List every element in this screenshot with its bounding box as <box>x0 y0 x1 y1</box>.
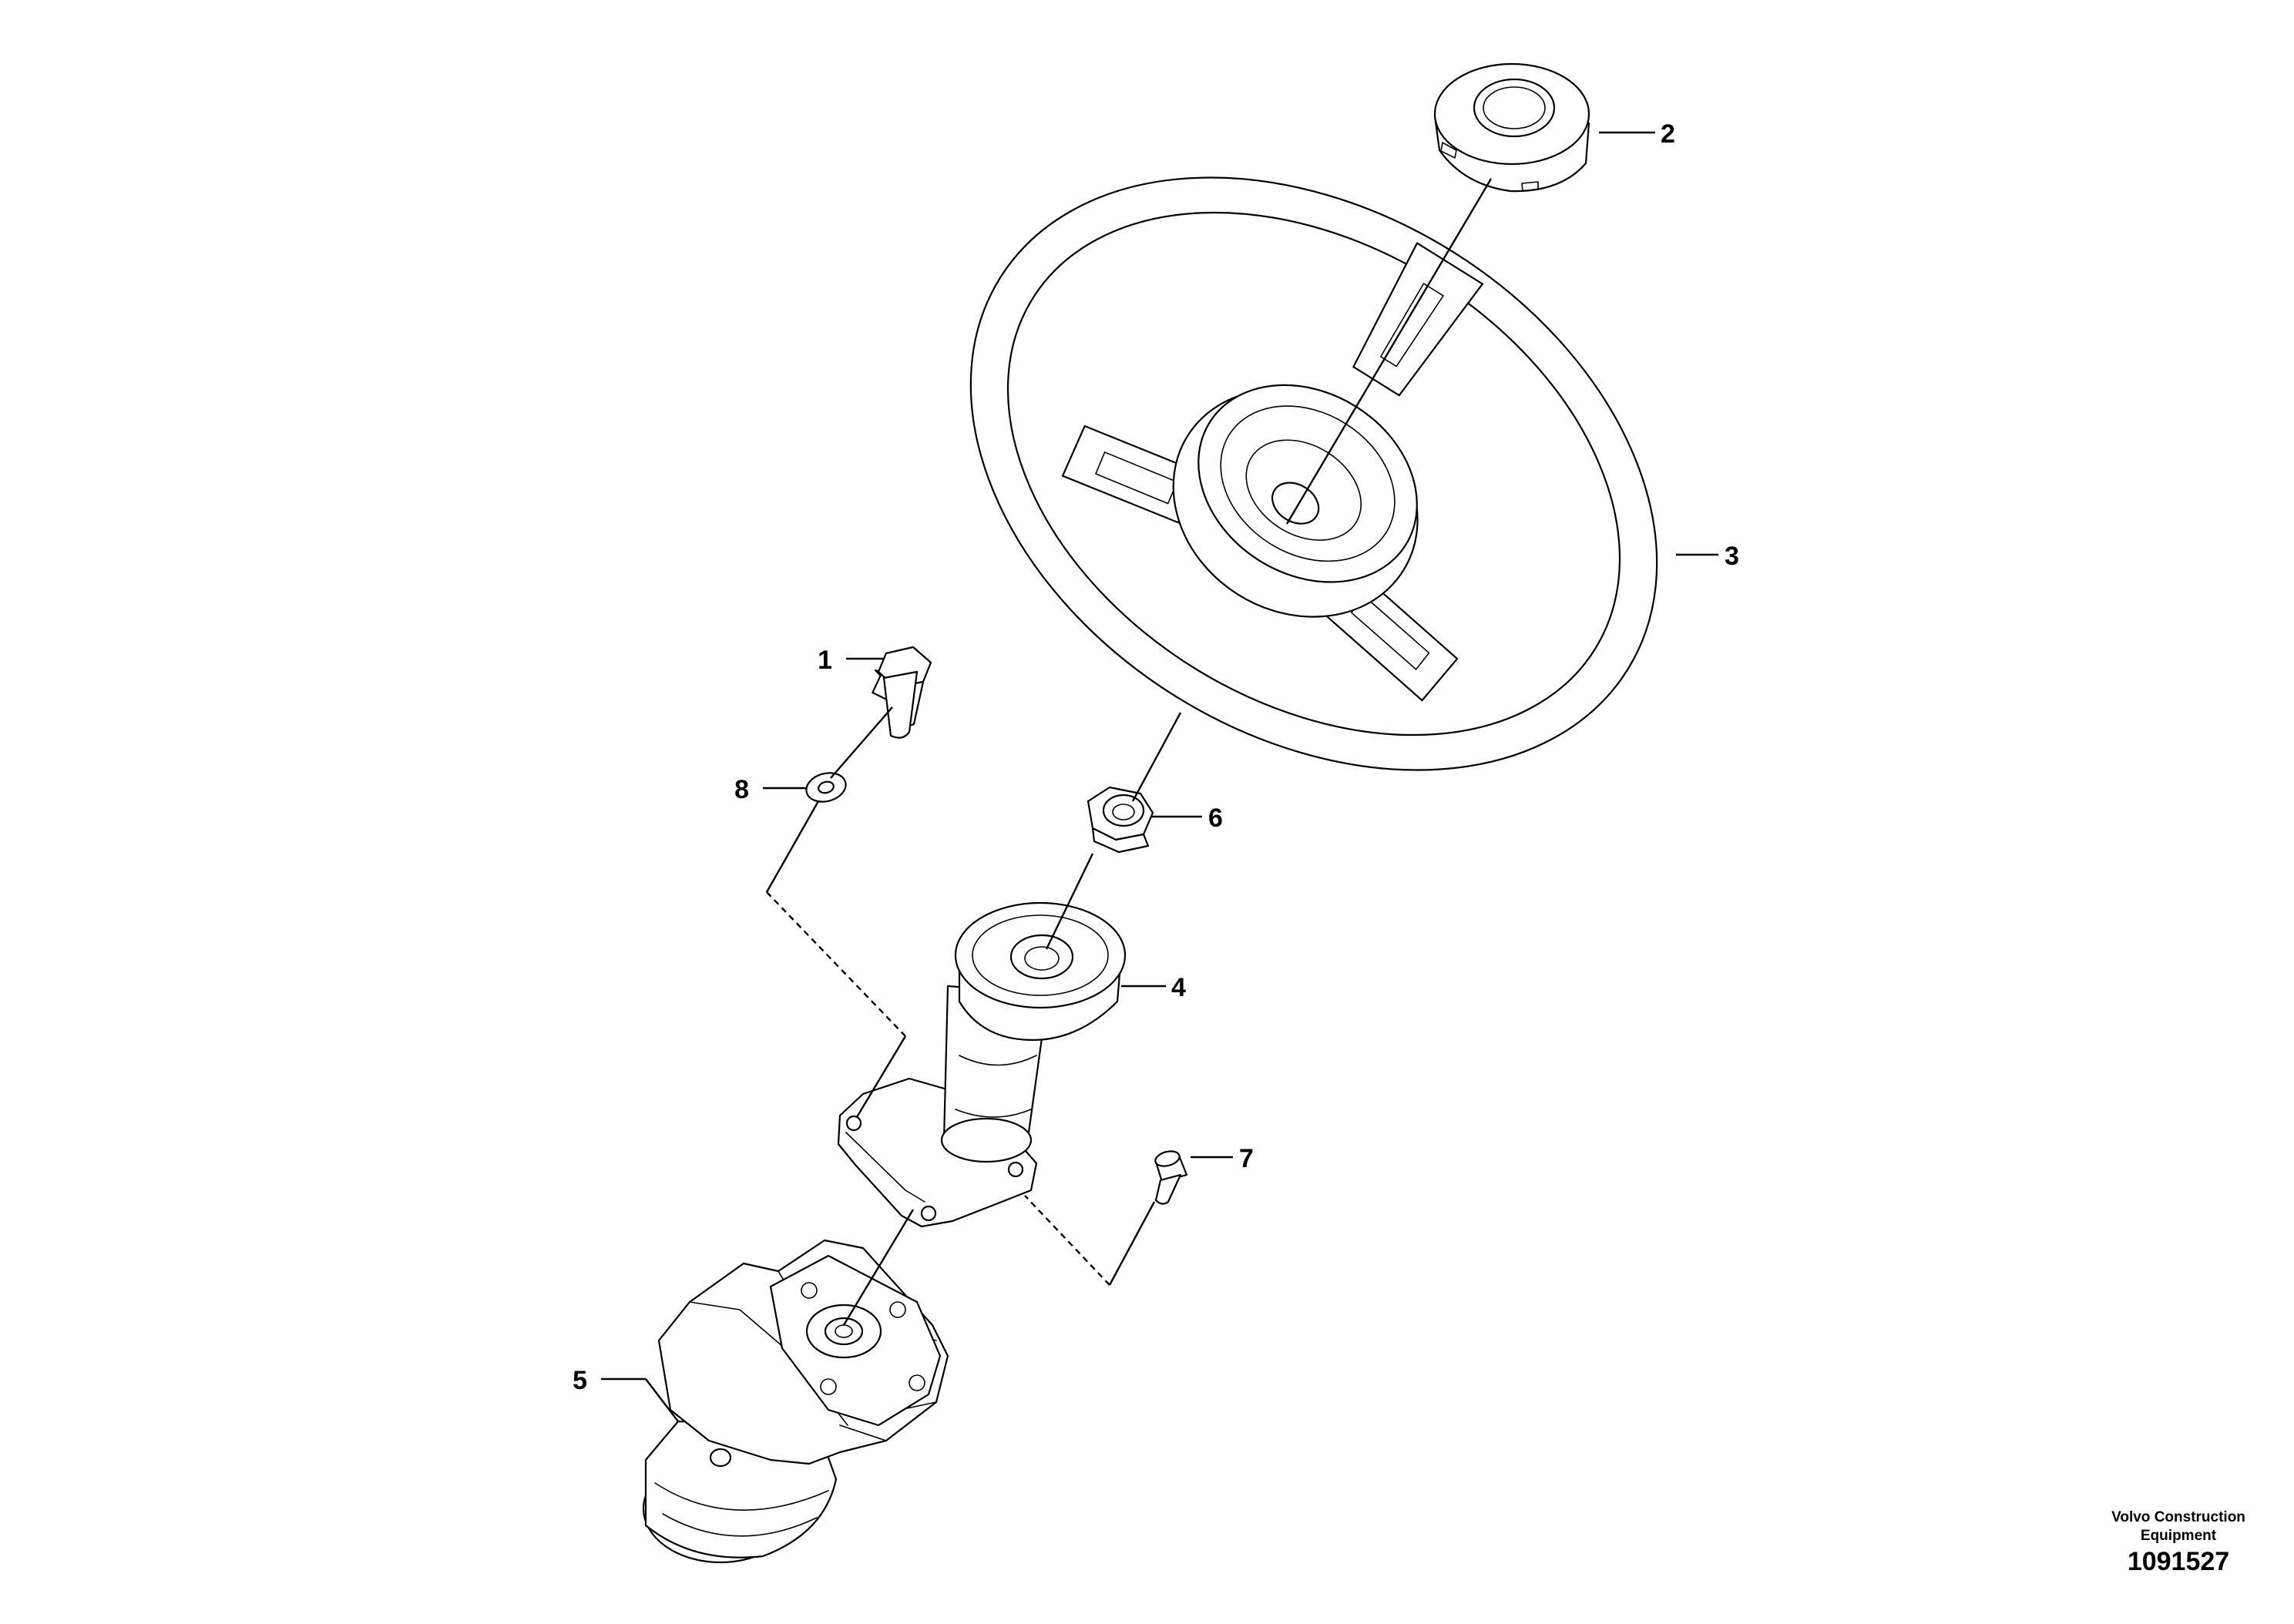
steering-valve <box>642 1239 949 1564</box>
callout-2: 2 <box>1661 119 1675 149</box>
brand-line-2: Equipment <box>2140 1528 2217 1544</box>
callout-6: 6 <box>1208 804 1223 833</box>
callout-4: 4 <box>1171 973 1186 1002</box>
hex-bolt <box>872 646 932 739</box>
horn-cap <box>1433 62 1590 193</box>
steering-wheel <box>969 176 1658 771</box>
hex-nut <box>1087 786 1154 854</box>
drawing-number: 1091527 <box>2127 1547 2230 1576</box>
steering-column <box>837 901 1127 1228</box>
washer <box>805 772 847 803</box>
socket-head-screw <box>1154 1150 1188 1205</box>
brand-block: Volvo Construction Equipment <box>2101 1508 2255 1545</box>
callout-1: 1 <box>818 646 832 675</box>
leader-lines <box>601 131 1718 1422</box>
callout-5: 5 <box>573 1366 587 1395</box>
callout-8: 8 <box>734 775 749 804</box>
callout-3: 3 <box>1725 542 1739 571</box>
brand-line-1: Volvo Construction <box>2111 1509 2245 1525</box>
callout-7: 7 <box>1239 1144 1254 1173</box>
